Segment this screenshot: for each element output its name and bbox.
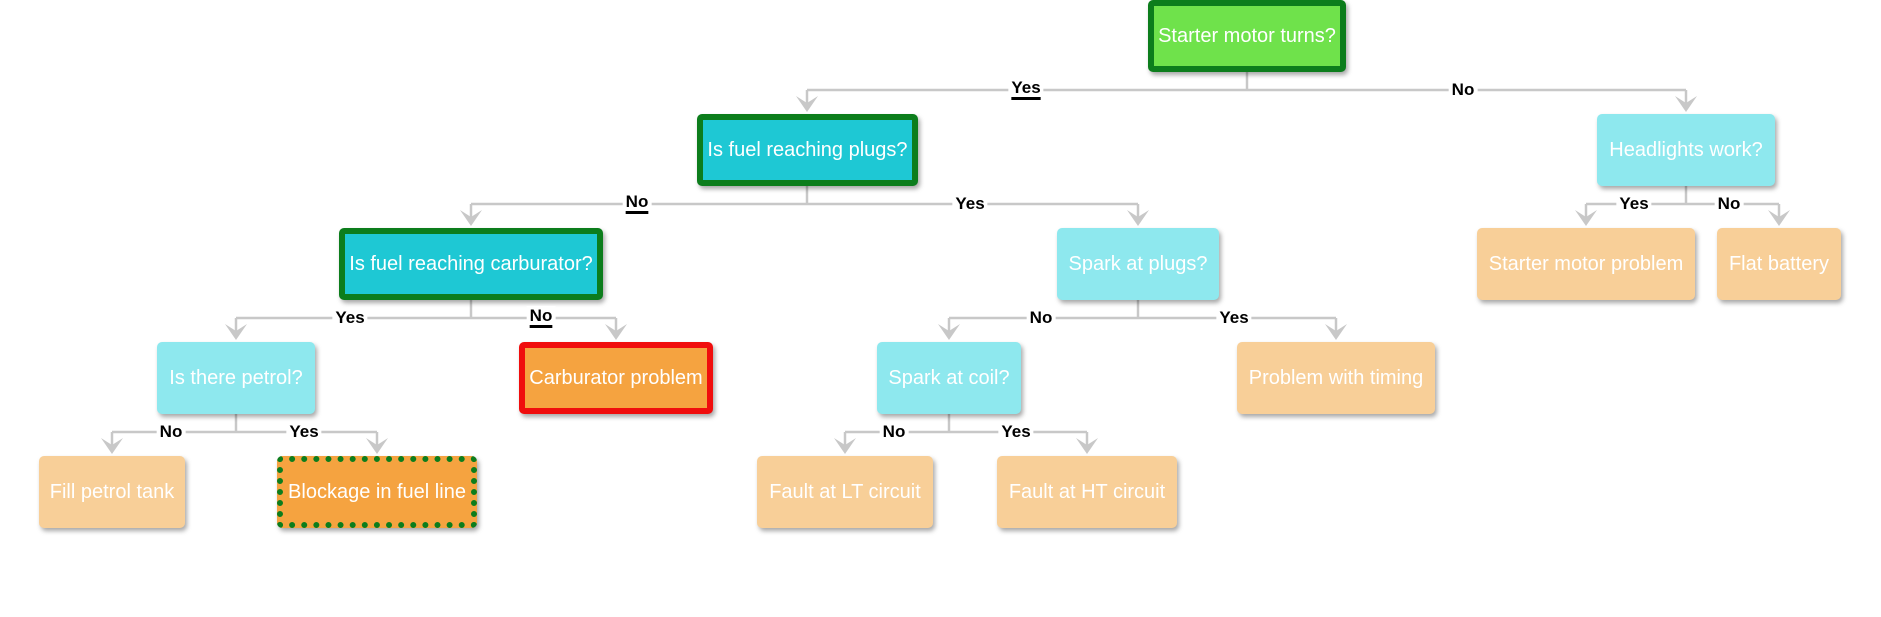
edge-label-carb-no: No	[526, 306, 556, 326]
node-carburator-problem[interactable]: Carburator problem	[519, 342, 713, 414]
node-label: Is fuel reaching carburator?	[349, 252, 593, 275]
node-label: Problem with timing	[1248, 366, 1424, 389]
node-headlights-work[interactable]: Headlights work?	[1597, 114, 1775, 186]
node-label: Starter motor turns?	[1158, 24, 1336, 47]
arrow-head-icon	[1325, 324, 1347, 340]
node-starter-motor-turns[interactable]: Starter motor turns?	[1148, 0, 1346, 72]
node-fault-at-lt-circuit[interactable]: Fault at LT circuit	[757, 456, 933, 528]
node-spark-at-plugs[interactable]: Spark at plugs?	[1057, 228, 1219, 300]
node-fault-at-ht-circuit[interactable]: Fault at HT circuit	[997, 456, 1177, 528]
arrow-head-icon	[1127, 210, 1149, 226]
node-spark-at-coil[interactable]: Spark at coil?	[877, 342, 1021, 414]
node-label: Fill petrol tank	[49, 480, 175, 503]
node-fuel-reaching-carburator[interactable]: Is fuel reaching carburator?	[339, 228, 603, 300]
arrow-head-icon	[1575, 210, 1597, 226]
node-label: Fault at HT circuit	[1008, 480, 1166, 503]
edge-label-plugs-no: No	[622, 192, 652, 212]
node-label: Flat battery	[1728, 252, 1830, 275]
edge-label-carb-yes: Yes	[332, 308, 368, 328]
node-label: Blockage in fuel line	[288, 480, 466, 503]
node-fill-petrol-tank[interactable]: Fill petrol tank	[39, 456, 185, 528]
arrow-head-icon	[796, 96, 818, 112]
arrow-head-icon	[938, 324, 960, 340]
edge-label-petrol-yes: Yes	[286, 422, 322, 442]
edge-label-spark-plugs-yes: Yes	[1216, 308, 1252, 328]
arrow-head-icon	[101, 438, 123, 454]
node-blockage-in-fuel-line[interactable]: Blockage in fuel line	[277, 456, 477, 528]
node-label: Carburator problem	[529, 366, 703, 389]
node-label: Fault at LT circuit	[769, 480, 921, 503]
node-fuel-reaching-plugs[interactable]: Is fuel reaching plugs?	[697, 114, 918, 186]
arrow-head-icon	[1675, 96, 1697, 112]
arrow-head-icon	[1076, 438, 1098, 454]
node-label: Starter motor problem	[1488, 252, 1684, 275]
edge-label-petrol-no: No	[156, 422, 186, 442]
edge-label-coil-yes: Yes	[998, 422, 1034, 442]
node-flat-battery[interactable]: Flat battery	[1717, 228, 1841, 300]
node-starter-motor-problem[interactable]: Starter motor problem	[1477, 228, 1695, 300]
arrow-head-icon	[1768, 210, 1790, 226]
node-label: Is there petrol?	[169, 366, 303, 389]
arrow-head-icon	[460, 210, 482, 226]
arrow-head-icon	[605, 324, 627, 340]
arrow-head-icon	[366, 438, 388, 454]
node-label: Headlights work?	[1609, 138, 1763, 161]
node-label: Is fuel reaching plugs?	[707, 138, 908, 161]
edge-label-headlights-no: No	[1714, 194, 1744, 214]
edge-label-starter-no: No	[1448, 80, 1478, 100]
node-is-there-petrol[interactable]: Is there petrol?	[157, 342, 315, 414]
arrow-head-icon	[225, 324, 247, 340]
node-label: Spark at plugs?	[1068, 252, 1208, 275]
arrow-head-icon	[834, 438, 856, 454]
edge-label-headlights-yes: Yes	[1616, 194, 1652, 214]
node-problem-with-timing[interactable]: Problem with timing	[1237, 342, 1435, 414]
node-label: Spark at coil?	[888, 366, 1010, 389]
edge-label-coil-no: No	[879, 422, 909, 442]
edge-label-starter-yes: Yes	[1008, 78, 1044, 98]
edge-label-plugs-yes: Yes	[952, 194, 988, 214]
edge-label-spark-plugs-no: No	[1026, 308, 1056, 328]
